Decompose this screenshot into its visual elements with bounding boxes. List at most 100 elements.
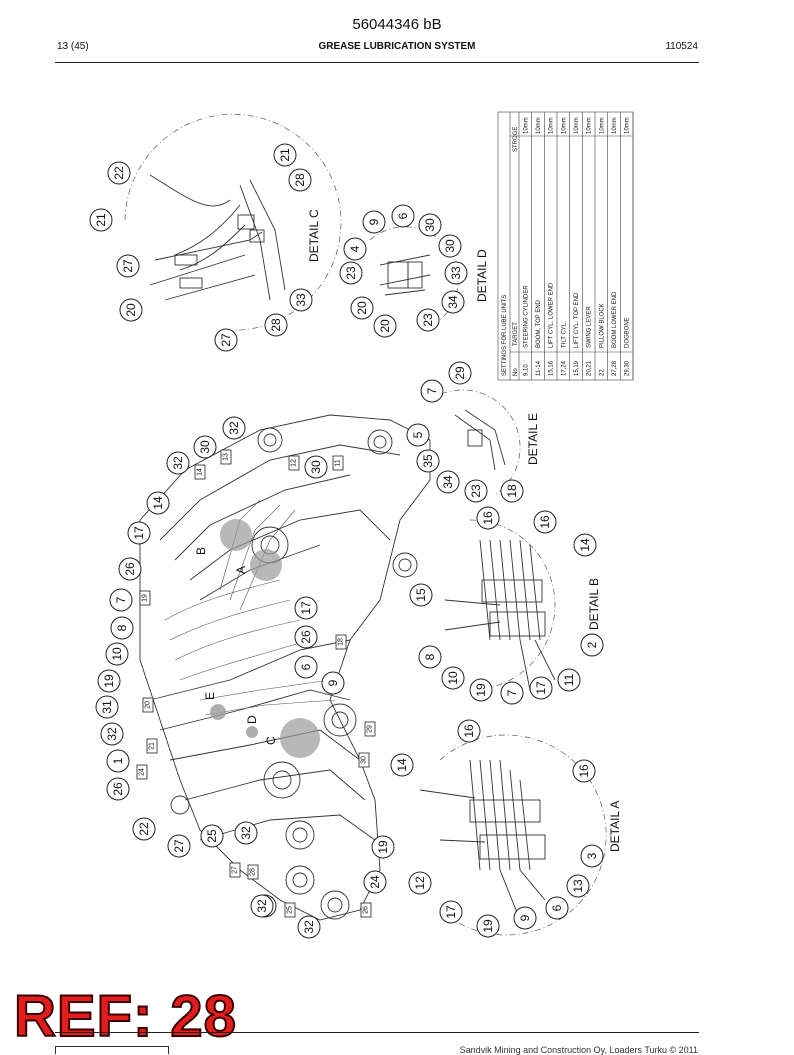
callout-bubble: 17 (294, 596, 318, 620)
callout-bubble: 34 (441, 290, 465, 314)
callout-number: 19 (474, 683, 488, 697)
table-cell-no: 22 (599, 369, 605, 376)
callout-number: 18 (505, 484, 519, 498)
callout-bubble: 26 (118, 557, 142, 581)
table-cell-target: STEERING CYLINDER (523, 285, 529, 348)
callout-box-number: 19 (142, 594, 149, 602)
callout-number: 23 (469, 484, 483, 498)
callout-number: 9 (518, 914, 532, 921)
callout-bubble: 19 (469, 678, 493, 702)
table-cell-stroke: 10mm (625, 117, 631, 134)
callout-bubble: 16 (533, 510, 557, 534)
callout-number: 2 (585, 641, 599, 648)
callout-number: 27 (121, 259, 135, 273)
callout-bubble: 4 (343, 237, 367, 261)
callout-box-number: 27 (232, 866, 239, 874)
table-cell-stroke: 10mm (523, 117, 529, 134)
header-rule (55, 62, 699, 63)
callout-box: 11 (332, 455, 344, 471)
detail-label-c: DETAIL C (307, 209, 321, 262)
callout-box-number: 14 (197, 468, 204, 476)
callout-bubble: 26 (106, 777, 130, 801)
callout-bubble: 5 (406, 423, 430, 447)
callout-number: 4 (348, 245, 362, 252)
table-cell-stroke: 10mm (599, 117, 605, 134)
table-cell-target: LIFT CYL. LOWER END (549, 282, 555, 348)
table-cell-no: 29,30 (625, 360, 631, 376)
table-cell-no: 9,10 (523, 364, 529, 376)
callout-number: 14 (578, 538, 592, 552)
callout-number: 32 (255, 899, 269, 913)
callout-bubble: 19 (371, 835, 395, 859)
callout-number: 33 (449, 266, 463, 280)
callout-bubble: 15 (409, 583, 433, 607)
callout-number: 17 (299, 601, 313, 615)
callout-number: 29 (453, 366, 467, 380)
table-title: SETTINGS FOR LUBE UNITS (502, 295, 508, 376)
callout-bubble: 9 (513, 906, 537, 930)
table-cell-target: SWING LEVER (587, 306, 593, 348)
callout-number: 1 (111, 757, 125, 764)
table-cell-stroke: 10mm (587, 117, 593, 134)
callout-number: 23 (421, 313, 435, 327)
callout-bubble: 18 (500, 479, 524, 503)
callout-number: 26 (123, 562, 137, 576)
callout-number: 32 (239, 826, 253, 840)
callout-number: 19 (102, 674, 116, 688)
callout-number: 16 (577, 764, 591, 778)
callout-bubble: 28 (288, 168, 312, 192)
callout-number: 5 (411, 431, 425, 438)
callout-number: 30 (423, 218, 437, 232)
callout-bubble: 30 (418, 213, 442, 237)
table-cell-no: 15,19 (574, 360, 580, 376)
callout-bubble: 1 (106, 749, 130, 773)
callout-bubble: 21 (89, 208, 113, 232)
page-number: 13 (45) (57, 41, 89, 52)
callout-number: 10 (446, 671, 460, 685)
table-cell-stroke: 10mm (536, 117, 542, 134)
callout-box: 25 (284, 902, 296, 918)
callout-number: 17 (444, 905, 458, 919)
callout-bubble: 28 (264, 313, 288, 337)
callout-number: 30 (443, 239, 457, 253)
callout-bubble: 9 (362, 210, 386, 234)
table-cell-target: TILT CYL. (561, 321, 567, 348)
zone-letter-d: D (245, 715, 259, 724)
callout-box-number: 21 (149, 742, 156, 750)
callout-bubble: 23 (339, 261, 363, 285)
zone-letter-a: A (234, 566, 248, 574)
callout-number: 20 (124, 303, 138, 317)
callout-number: 6 (396, 212, 410, 219)
callout-box: 20 (142, 697, 154, 713)
callout-bubble: 22 (132, 817, 156, 841)
callout-number: 15 (414, 588, 428, 602)
callout-box: 21 (146, 738, 158, 754)
callout-bubble: 20 (119, 298, 143, 322)
callout-bubble: 16 (476, 506, 500, 530)
callout-number: 20 (378, 319, 392, 333)
callout-number: 23 (344, 266, 358, 280)
callout-number: 17 (534, 681, 548, 695)
callout-number: 20 (355, 301, 369, 315)
callout-number: 9 (367, 218, 381, 225)
callout-bubble: 25 (200, 824, 224, 848)
table-cell-no: 15,16 (549, 360, 555, 376)
callout-bubble: 24 (363, 870, 387, 894)
callout-box: 30 (358, 752, 370, 768)
table-cell-no: 20,21 (587, 360, 593, 376)
callout-bubble: 32 (166, 451, 190, 475)
callout-box-number: 26 (363, 906, 370, 914)
callout-box: 29 (364, 721, 376, 737)
callout-bubble: 17 (127, 521, 151, 545)
callout-number: 16 (538, 515, 552, 529)
callout-box: 26 (360, 902, 372, 918)
callout-bubble: 21 (273, 143, 297, 167)
callout-number: 7 (114, 596, 128, 603)
callout-bubble: 8 (110, 616, 134, 640)
callout-number: 31 (100, 700, 114, 714)
callout-bubble: 7 (420, 379, 444, 403)
callout-bubble: 11 (557, 668, 581, 692)
